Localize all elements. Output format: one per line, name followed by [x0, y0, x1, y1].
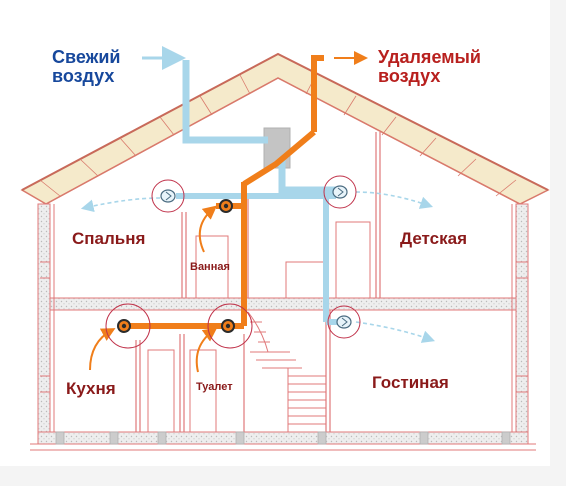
room-label-kitchen: Кухня	[66, 379, 116, 398]
supply-vent-nursery	[323, 175, 357, 209]
walls	[30, 132, 536, 451]
exhaust-vent-bathroom	[219, 199, 233, 213]
supply-vent-living	[327, 305, 361, 339]
exhaust-air-label: Удаляемый воздух	[378, 47, 481, 86]
room-label-living-room: Гостиная	[372, 373, 449, 392]
vent-terminals	[105, 175, 361, 349]
room-label-bedroom: Спальня	[72, 229, 146, 248]
fresh-air-label: Свежий воздух	[52, 47, 121, 86]
room-label-bathroom: Ванная	[190, 261, 230, 273]
room-label-nursery: Детская	[400, 229, 467, 248]
room-label-toilet: Туалет	[196, 381, 233, 393]
supply-vent-bedroom	[151, 179, 185, 213]
exhaust-vent-kitchen	[105, 303, 151, 349]
fresh-air-ducts	[80, 46, 436, 343]
exhaust-vent-toilet	[207, 303, 253, 349]
staircase	[247, 311, 326, 432]
